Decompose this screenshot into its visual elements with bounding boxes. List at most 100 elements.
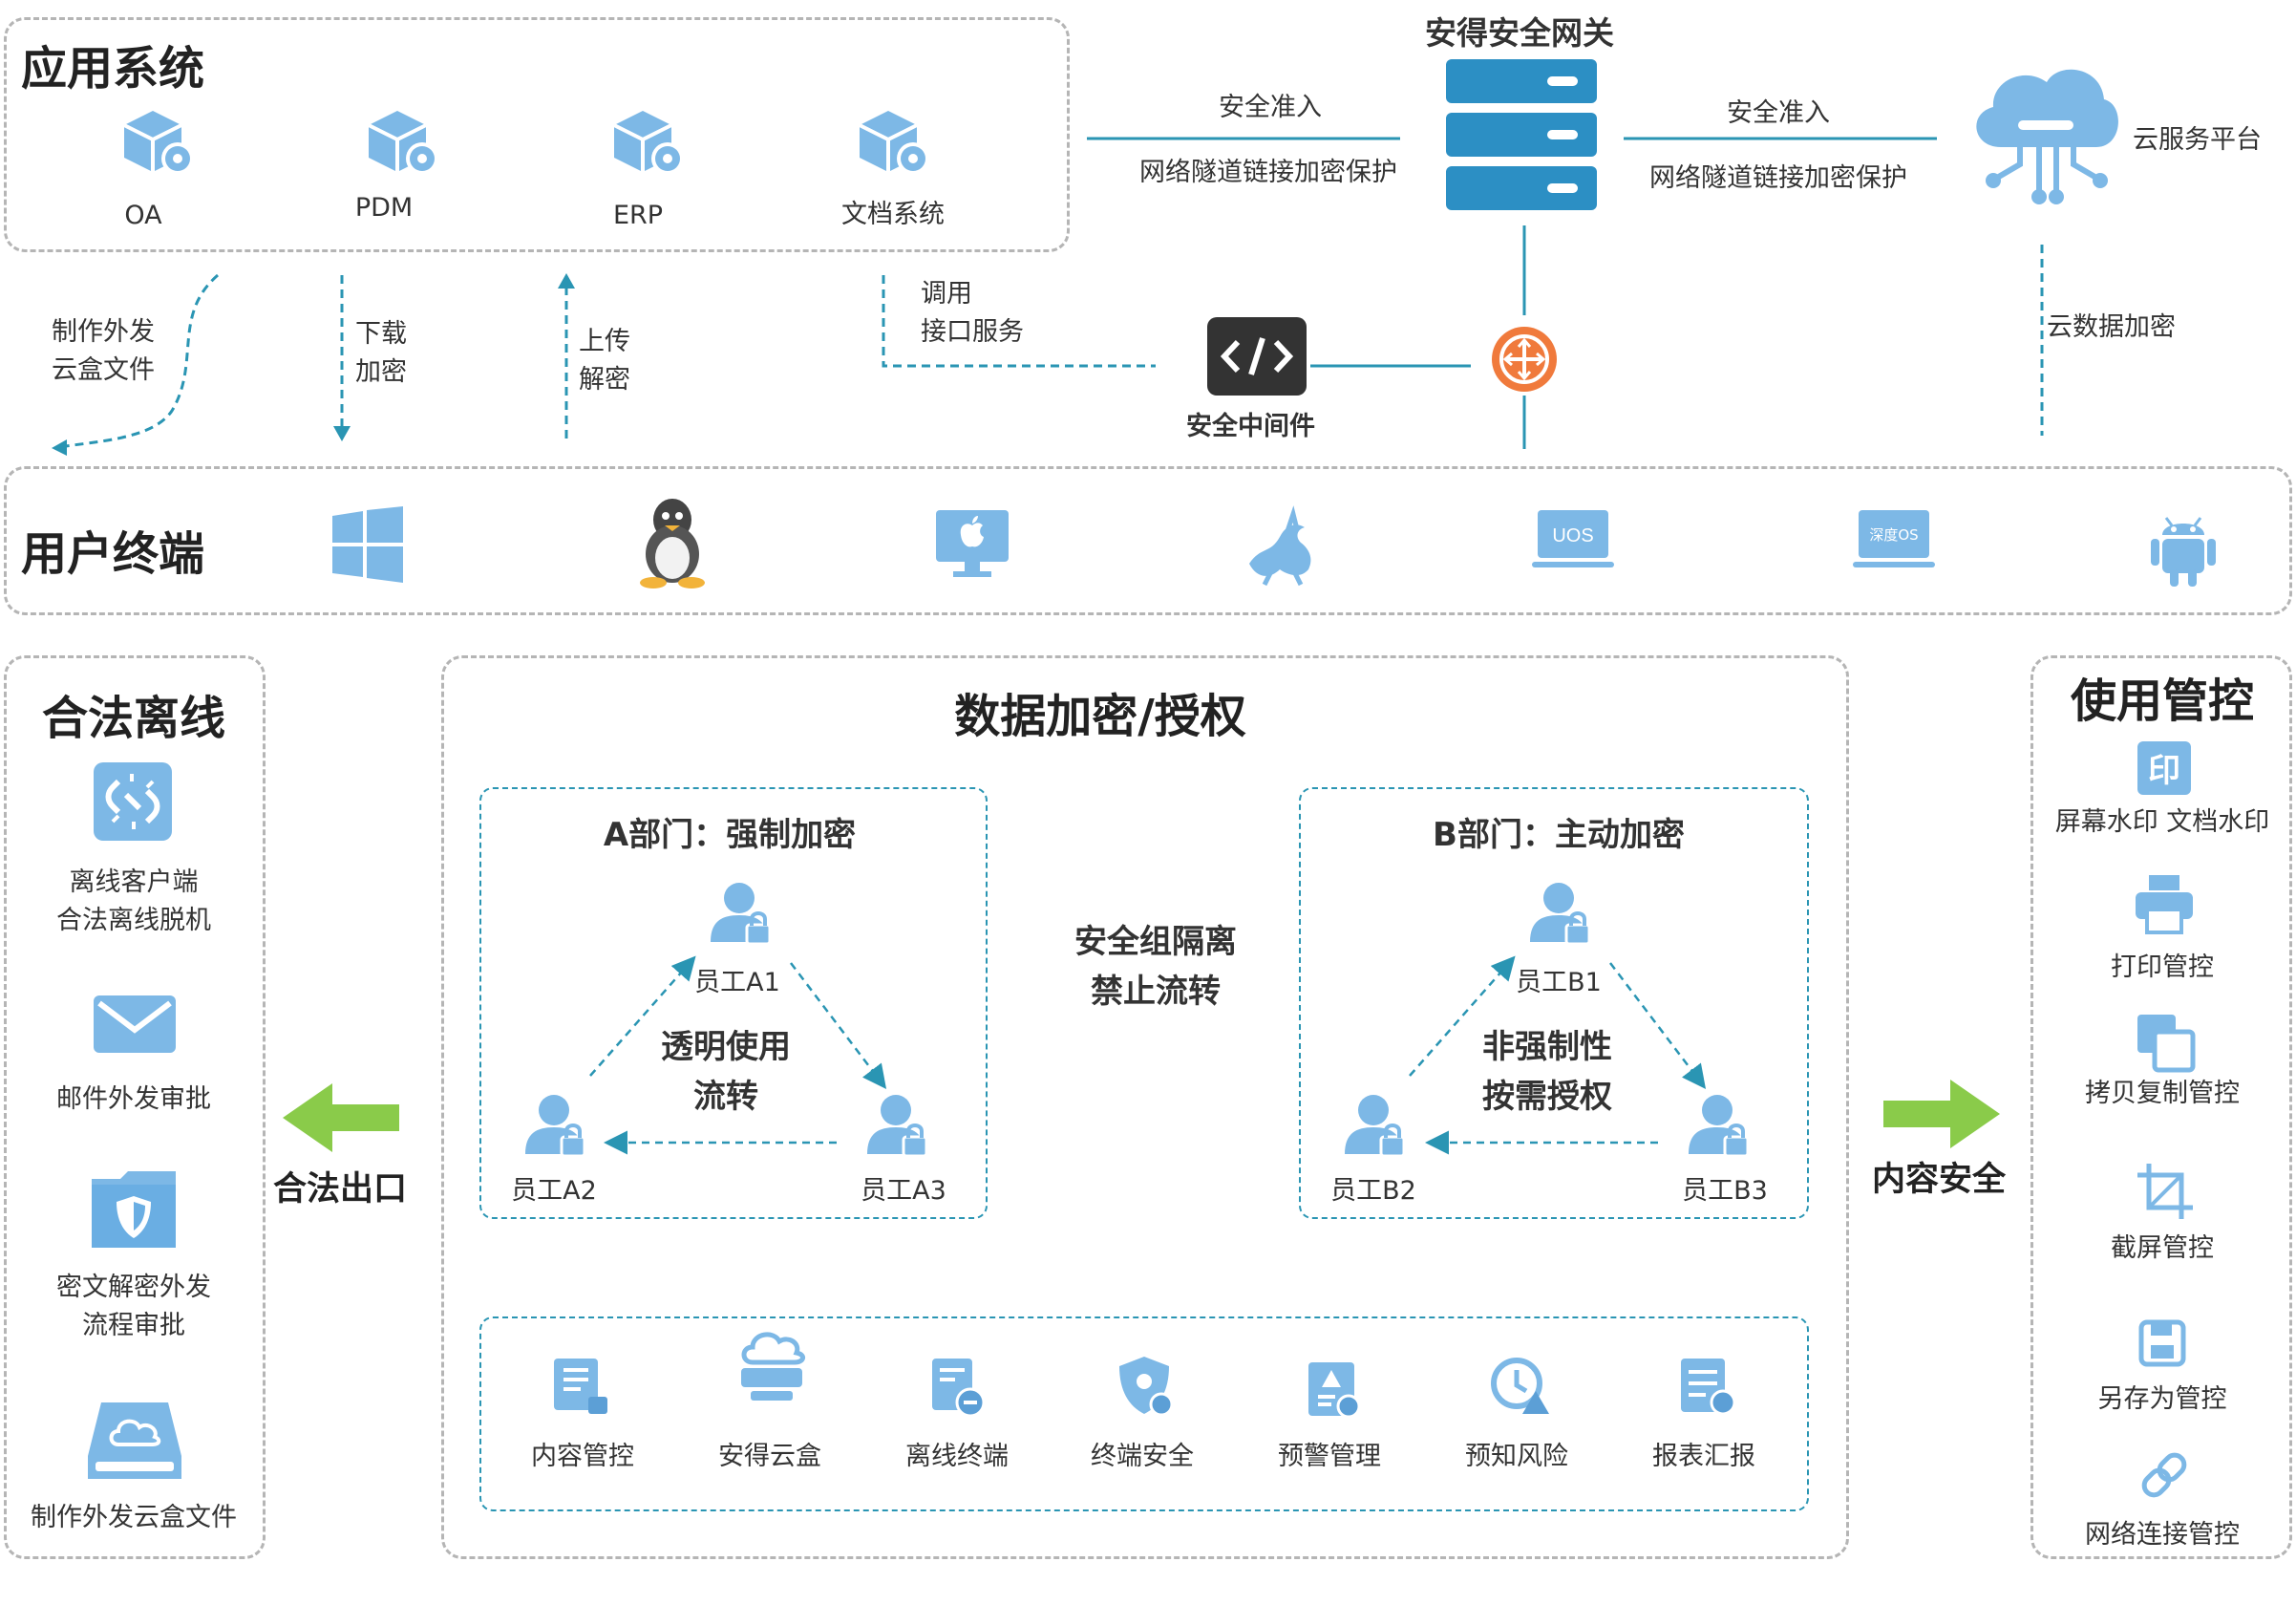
mail-icon (94, 995, 176, 1053)
feature-label-6: 预知风险 (1465, 1442, 1568, 1471)
terminals-panel (4, 466, 2292, 615)
broken-link-icon (94, 762, 172, 841)
printer-icon (2136, 875, 2193, 934)
offline-title: 合法离线 (41, 692, 226, 745)
doc-system-icon (858, 109, 931, 177)
feature-label-7: 报表汇报 (1652, 1442, 1755, 1471)
cloud-circuit-icon (1976, 69, 2118, 204)
user-b3: 员工B3 (1682, 1176, 1768, 1206)
app-label-oa: OA (124, 201, 162, 230)
dept-b-mid: 非强制性按需授权 (1482, 1028, 1612, 1116)
uos-icon: UOS (1532, 510, 1614, 567)
flow-make-box: 制作外发云盒文件 (52, 317, 155, 385)
save-icon (2138, 1319, 2186, 1367)
app-system-panel (4, 17, 1070, 252)
dept-a-title: A部门：强制加密 (603, 816, 857, 854)
app-label-erp: ERP (612, 201, 664, 230)
offline-item-1: 离线客户端合法离线脱机 (56, 867, 211, 935)
center-panel (441, 655, 1849, 1559)
kylin-icon (1249, 505, 1311, 587)
features-panel (479, 1316, 1809, 1511)
report-icon (1681, 1359, 1736, 1416)
feature-label-3: 离线终端 (905, 1442, 1009, 1471)
flow-api: 调用接口服务 (921, 279, 1024, 347)
feature-icons (554, 1332, 1736, 1419)
usage-panel (2030, 655, 2292, 1559)
cloud-label: 云服务平台 (2133, 125, 2262, 155)
usage-label-3: 拷贝复制管控 (2085, 1079, 2240, 1108)
usage-title: 使用管控 (2070, 674, 2255, 728)
alert-manage-icon (1308, 1362, 1361, 1419)
app-label-doc: 文档系统 (841, 200, 945, 229)
usage-label-5: 另存为管控 (2097, 1384, 2227, 1414)
usage-icons: 印 (2136, 741, 2196, 1498)
user-a3: 员工A3 (861, 1176, 946, 1206)
user-b1: 员工B1 (1516, 968, 1602, 997)
stamp-icon: 印 (2137, 741, 2191, 795)
dept-a-panel (479, 787, 988, 1219)
feature-label-1: 内容管控 (531, 1442, 634, 1471)
android-icon (2151, 517, 2216, 587)
cloud-box-icon (741, 1332, 805, 1401)
pdm-icon (367, 109, 440, 177)
cloud-encrypt-label: 云数据加密 (2047, 312, 2176, 342)
hub-icon (1492, 327, 1557, 392)
offline-icons (88, 762, 181, 1479)
terminals-title: 用户终端 (21, 527, 205, 581)
server-stack-icon (1446, 59, 1597, 210)
dept-b-panel (1299, 787, 1809, 1219)
flow-upload: 上传解密 (579, 327, 630, 395)
deepin-text: 深度OS (1869, 526, 1918, 544)
feature-label-5: 预警管理 (1278, 1442, 1381, 1471)
isolation-label: 安全组隔离禁止流转 (1074, 923, 1237, 1011)
user-a2: 员工A2 (511, 1176, 597, 1206)
link-left-bottom: 网络隧道链接加密保护 (1139, 158, 1397, 187)
erp-icon (612, 109, 686, 177)
middleware-label: 安全中间件 (1186, 412, 1315, 441)
shield-folder-icon (92, 1171, 176, 1248)
usage-label-4: 截屏管控 (2111, 1233, 2214, 1263)
feature-label-2: 安得云盒 (718, 1442, 821, 1471)
offline-item-2: 邮件外发审批 (56, 1084, 211, 1114)
usage-label-2: 打印管控 (2111, 952, 2214, 982)
flow-download: 下载加密 (355, 319, 407, 387)
content-control-icon (554, 1359, 607, 1414)
exit-arrow-left (283, 1083, 399, 1152)
link-right-bottom: 网络隧道链接加密保护 (1649, 163, 1907, 193)
center-title: 数据加密/授权 (954, 690, 1246, 743)
offline-terminal-icon (932, 1359, 986, 1418)
app-label-pdm: PDM (354, 193, 414, 223)
user-a1: 员工A1 (694, 968, 780, 997)
link-left-top: 安全准入 (1219, 93, 1322, 122)
dept-a-mid: 透明使用流转 (661, 1028, 791, 1116)
copy-icon (2137, 1015, 2196, 1073)
link-right-top: 安全准入 (1727, 98, 1830, 128)
feature-label-4: 终端安全 (1091, 1442, 1194, 1471)
terminal-security-icon (1119, 1357, 1174, 1417)
link-icon (2141, 1452, 2187, 1498)
user-b2: 员工B2 (1330, 1176, 1416, 1206)
cloud-drive-icon (88, 1402, 181, 1479)
exit-label-right: 内容安全 (1871, 1161, 2007, 1199)
os-icons: UOS 深度OS (332, 499, 2216, 588)
exit-label-left: 合法出口 (272, 1170, 408, 1209)
gateway-title: 安得安全网关 (1425, 14, 1614, 52)
windows-icon (332, 506, 403, 583)
macos-icon (936, 510, 1009, 577)
crop-icon (2137, 1164, 2193, 1219)
svg-text:印: 印 (2148, 752, 2180, 790)
uos-text: UOS (1552, 525, 1593, 546)
linux-icon (640, 499, 705, 588)
usage-label-1: 屏幕水印 文档水印 (2054, 807, 2270, 837)
code-icon (1207, 317, 1307, 396)
offline-item-4: 制作外发云盒文件 (31, 1503, 237, 1532)
offline-item-3: 密文解密外发流程审批 (56, 1273, 211, 1340)
dept-b-title: B部门：主动加密 (1433, 816, 1685, 854)
offline-panel (4, 655, 266, 1559)
oa-icon (122, 109, 196, 177)
risk-clock-icon (1491, 1358, 1549, 1414)
app-system-title: 应用系统 (21, 42, 205, 96)
usage-label-6: 网络连接管控 (2085, 1520, 2240, 1550)
exit-arrow-right (1883, 1080, 2000, 1148)
deepin-icon: 深度OS (1853, 510, 1935, 567)
